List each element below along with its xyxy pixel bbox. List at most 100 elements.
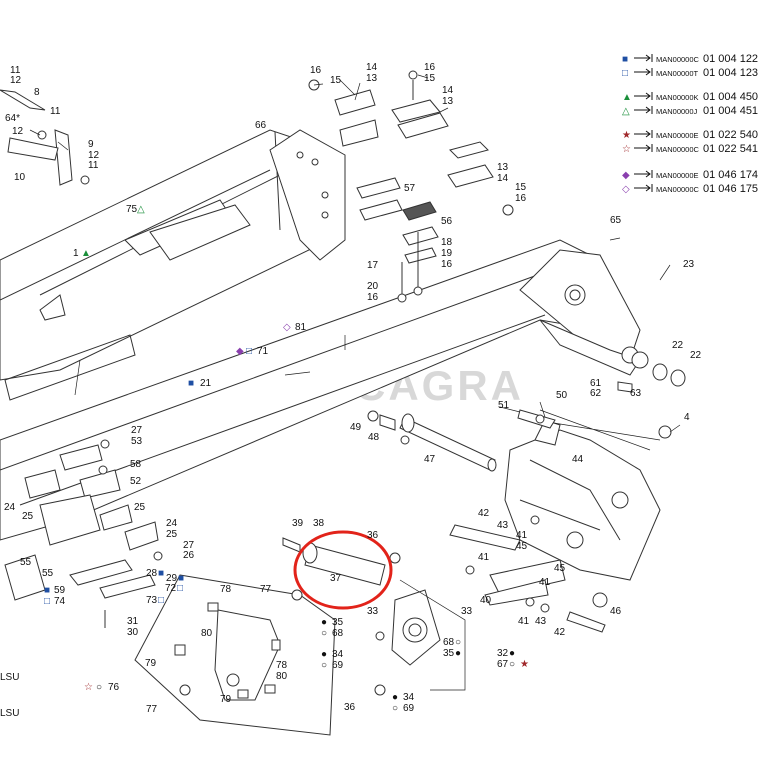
- callout-13[interactable]: 13: [366, 73, 378, 84]
- callout-66[interactable]: 66: [255, 120, 267, 131]
- callout-34[interactable]: 34: [403, 692, 415, 703]
- callout-13[interactable]: 13: [497, 162, 509, 173]
- callout-12[interactable]: 12: [12, 126, 24, 137]
- callout-25[interactable]: 25: [22, 511, 34, 522]
- callout-25[interactable]: 25: [166, 529, 178, 540]
- callout-15[interactable]: 15: [330, 75, 342, 86]
- callout-9[interactable]: 9: [88, 139, 94, 150]
- callout-10[interactable]: 10: [14, 172, 26, 183]
- callout-59[interactable]: 59: [54, 585, 66, 596]
- callout-22[interactable]: 22: [672, 340, 684, 351]
- callout-14[interactable]: 14: [366, 62, 378, 73]
- callout-75[interactable]: 75: [126, 204, 138, 215]
- callout-81[interactable]: 81: [295, 322, 307, 333]
- callout-35[interactable]: 35: [443, 648, 455, 659]
- callout-55[interactable]: 55: [42, 568, 54, 579]
- callout-44[interactable]: 44: [572, 454, 584, 465]
- callout-74[interactable]: 74: [54, 596, 66, 607]
- callout-36[interactable]: 36: [344, 702, 356, 713]
- callout-62[interactable]: 62: [590, 388, 602, 399]
- callout-18[interactable]: 18: [441, 237, 453, 248]
- callout-64[interactable]: 64*: [5, 113, 20, 124]
- callout-17[interactable]: 17: [367, 260, 379, 271]
- callout-69[interactable]: 69: [332, 660, 344, 671]
- callout-48[interactable]: 48: [368, 432, 380, 443]
- callout-13[interactable]: 13: [442, 96, 454, 107]
- callout-42[interactable]: 42: [554, 627, 566, 638]
- callout-12[interactable]: 12: [88, 150, 100, 161]
- callout-28[interactable]: 28: [146, 568, 158, 579]
- callout-16[interactable]: 16: [515, 193, 527, 204]
- callout-32[interactable]: 32: [497, 648, 509, 659]
- callout-19[interactable]: 19: [441, 248, 453, 259]
- callout-45[interactable]: 45: [516, 541, 528, 552]
- callout-25[interactable]: 25: [134, 502, 146, 513]
- callout-31[interactable]: 31: [127, 616, 139, 627]
- callout-45[interactable]: 45: [554, 563, 566, 574]
- callout-41[interactable]: 41: [518, 616, 530, 627]
- callout-39[interactable]: 39: [292, 518, 304, 529]
- callout-33[interactable]: 33: [367, 606, 379, 617]
- callout-52[interactable]: 52: [130, 476, 142, 487]
- callout-30[interactable]: 30: [127, 627, 139, 638]
- callout-33[interactable]: 33: [461, 606, 473, 617]
- callout-47[interactable]: 47: [424, 454, 436, 465]
- callout-53[interactable]: 53: [131, 436, 143, 447]
- callout-68[interactable]: 68: [332, 628, 344, 639]
- callout-38[interactable]: 38: [313, 518, 325, 529]
- callout-14[interactable]: 14: [442, 85, 454, 96]
- callout-43[interactable]: 43: [497, 520, 509, 531]
- callout-46[interactable]: 46: [610, 606, 622, 617]
- callout-15[interactable]: 15: [515, 182, 527, 193]
- callout-41[interactable]: 41: [478, 552, 490, 563]
- callout-20[interactable]: 20: [367, 281, 379, 292]
- callout-63[interactable]: 63: [630, 388, 642, 399]
- callout-68[interactable]: 68: [443, 637, 455, 648]
- callout-69[interactable]: 69: [403, 703, 415, 714]
- callout-37[interactable]: 37: [330, 573, 342, 584]
- callout-65[interactable]: 65: [610, 215, 622, 226]
- callout-78[interactable]: 78: [276, 660, 288, 671]
- callout-49[interactable]: 49: [350, 422, 362, 433]
- callout-16[interactable]: 16: [441, 259, 453, 270]
- callout-12[interactable]: 12: [10, 75, 22, 86]
- callout-8[interactable]: 8: [34, 87, 40, 98]
- callout-24[interactable]: 24: [4, 502, 16, 513]
- callout-76[interactable]: 76: [108, 682, 120, 693]
- callout-71[interactable]: 71: [257, 346, 269, 357]
- callout-79[interactable]: 79: [220, 694, 232, 705]
- callout-29[interactable]: 29: [166, 573, 178, 584]
- callout-41[interactable]: 41: [539, 577, 551, 588]
- callout-11[interactable]: 11: [50, 106, 61, 117]
- callout-72[interactable]: 72: [165, 583, 177, 594]
- callout-16[interactable]: 16: [310, 65, 322, 76]
- callout-42[interactable]: 42: [478, 508, 490, 519]
- callout-36[interactable]: 36: [367, 530, 379, 541]
- callout-15[interactable]: 15: [424, 73, 436, 84]
- callout-11[interactable]: 11: [10, 65, 21, 76]
- callout-79[interactable]: 79: [145, 658, 157, 669]
- callout-61[interactable]: 61: [590, 378, 602, 389]
- callout-73[interactable]: 73: [146, 595, 158, 606]
- callout-23[interactable]: 23: [683, 259, 695, 270]
- callout-27[interactable]: 27: [183, 540, 195, 551]
- callout-41[interactable]: 41: [516, 530, 528, 541]
- callout-55[interactable]: 55: [20, 557, 32, 568]
- callout-14[interactable]: 14: [497, 173, 509, 184]
- callout-22[interactable]: 22: [690, 350, 702, 361]
- callout-56[interactable]: 56: [441, 216, 453, 227]
- callout-40[interactable]: 40: [480, 595, 492, 606]
- callout-51[interactable]: 51: [498, 400, 510, 411]
- callout-21[interactable]: 21: [200, 378, 212, 389]
- callout-50[interactable]: 50: [556, 390, 568, 401]
- callout-34[interactable]: 34: [332, 649, 344, 660]
- callout-4[interactable]: 4: [684, 412, 690, 423]
- callout-35[interactable]: 35: [332, 617, 344, 628]
- callout-16[interactable]: 16: [424, 62, 436, 73]
- callout-58[interactable]: 58: [130, 459, 142, 470]
- callout-80[interactable]: 80: [201, 628, 213, 639]
- callout-16[interactable]: 16: [367, 292, 379, 303]
- callout-11[interactable]: 11: [88, 160, 99, 171]
- callout-67[interactable]: 67: [497, 659, 509, 670]
- callout-26[interactable]: 26: [183, 550, 195, 561]
